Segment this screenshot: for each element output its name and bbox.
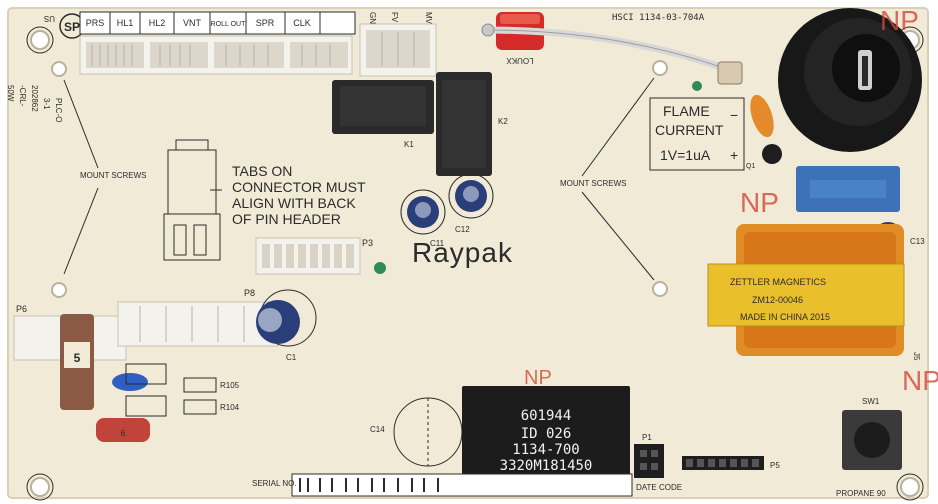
pin-header-p3: P3 (255, 237, 373, 275)
label-roll-out: ROLL OUT (211, 21, 246, 28)
resistors (125, 363, 217, 417)
transformer-line-2: ZM12-00046 (752, 295, 803, 305)
csa-mark-text: SP (64, 20, 80, 34)
connector-diagram (163, 139, 222, 261)
green-led-2 (692, 81, 702, 91)
connector-p1: P1 (634, 433, 664, 478)
small-blue-capacitor (112, 373, 148, 391)
np-marks: NP NP NP NP (524, 5, 938, 396)
relay-k1-label: K1 (404, 140, 414, 149)
label-gnd: GND (368, 12, 377, 30)
board-part-number: HSCI 1134-03-704A (612, 13, 705, 23)
brand-logo: Raypak (412, 237, 513, 268)
side-text-1: -CRL- (18, 85, 27, 107)
chip-line-3: 1134-700 (512, 442, 579, 458)
np-mark-4: NP (524, 367, 552, 389)
label-p5: P5 (770, 461, 780, 470)
gas-valve-connector: GND FV MV (359, 12, 437, 77)
orange-capacitor (750, 94, 774, 138)
flame-sense-wire (481, 23, 743, 85)
chip-line-4: 3320M181450 (500, 458, 593, 474)
label-c12: C12 (455, 225, 470, 234)
label-c13: C13 (910, 237, 925, 246)
date-code-label: DATE CODE (636, 483, 682, 492)
label-j5: J5 (912, 352, 921, 361)
label-hl1: HL1 (117, 18, 134, 28)
side-text-4: 202862 (30, 85, 39, 112)
transformer-line-3: MADE IN CHINA 2015 (740, 312, 830, 322)
connector-p5: P5 (682, 456, 780, 470)
minus-sign: − (730, 107, 738, 123)
chip-line-1: 601944 (521, 408, 572, 424)
label-p6: P6 (16, 304, 27, 314)
propane-label: PROPANE 90 (836, 489, 886, 498)
red-capacitor: 6 (96, 418, 150, 442)
flame-current-box: FLAME CURRENT 1V=1uA − + (649, 97, 745, 171)
label-fv: FV (390, 12, 399, 23)
chip-line-2: ID 026 (521, 426, 572, 442)
label-q1: Q1 (746, 163, 755, 170)
np-mark-1: NP (880, 5, 919, 36)
label-c14: C14 (370, 425, 385, 434)
label-mv: MV (424, 12, 433, 25)
top-connector-strip: PRS HL1 HL2 VNT ROLL OUT SPR CLK (79, 11, 356, 75)
red-capacitor-label: 6 (121, 429, 126, 438)
label-p3: P3 (362, 238, 373, 248)
label-c11: C11 (430, 239, 445, 248)
fuse-holder-p6: 5 P6 (13, 304, 127, 410)
flame-text: FLAME (663, 103, 710, 119)
label-sw1: SW1 (862, 397, 880, 406)
igniter-coil (778, 8, 922, 152)
np-mark-2: NP (740, 187, 779, 218)
capacitor-c1: C1 (256, 289, 317, 362)
mount-screws-right: MOUNT SCREWS (560, 77, 655, 281)
label-p1: P1 (642, 433, 652, 442)
lockout-label: LOUKX (506, 56, 534, 65)
microcontroller-chip: 601944 ID 026 1134-700 3320M181450 (462, 386, 630, 482)
capacitor-c12: C12 (448, 173, 494, 234)
scale-text: 1V=1uA (660, 147, 711, 163)
tabs-note-line-3: ALIGN WITH BACK (232, 195, 356, 211)
current-text: CURRENT (655, 122, 724, 138)
reset-switch-sw1: SW1 (842, 397, 902, 470)
np-mark-3: NP (902, 365, 938, 396)
label-prs: PRS (86, 18, 105, 28)
side-text-3: PLC-O (54, 98, 63, 122)
capacitor-c11: C11 (400, 189, 446, 248)
us-mark-text: US (44, 14, 55, 23)
tabs-note-line-4: OF PIN HEADER (232, 211, 341, 227)
green-led (374, 262, 386, 274)
serial-barcode: SERIAL NO. (252, 473, 633, 497)
tabs-note: TABS ON CONNECTOR MUST ALIGN WITH BACK O… (232, 163, 366, 227)
header-p8: P8 (117, 288, 279, 347)
mount-screws-right-text: MOUNT SCREWS (560, 179, 627, 188)
transistor-q1: Q1 (746, 144, 782, 170)
relay-k2-label: K2 (498, 117, 508, 126)
relay-k2: K2 (436, 72, 508, 176)
tabs-note-line-2: CONNECTOR MUST (232, 179, 366, 195)
label-p8: P8 (244, 288, 255, 298)
label-r105: R105 (220, 381, 240, 390)
fuse-rating: 5 (74, 351, 81, 365)
relay-k1: K1 (332, 80, 434, 149)
label-spr: SPR (256, 18, 275, 28)
label-vnt: VNT (183, 18, 202, 28)
tabs-note-line-1: TABS ON (232, 163, 292, 179)
label-hl2: HL2 (149, 18, 166, 28)
mount-screws-left-text: MOUNT SCREWS (80, 171, 147, 180)
label-c1: C1 (286, 353, 297, 362)
side-text-5: 50W (6, 85, 15, 102)
transformer-line-1: ZETTLER MAGNETICS (730, 277, 826, 287)
pcb-board (8, 8, 928, 498)
side-text-2: 3-1 (42, 98, 51, 110)
mount-screws-left: MOUNT SCREWS (63, 79, 147, 275)
side-markings: -CRL- 3-1 PLC-O 202862 50W (6, 85, 63, 122)
transformer: ZETTLER MAGNETICS ZM12-00046 MADE IN CHI… (707, 224, 905, 356)
film-capacitor (796, 166, 900, 212)
label-r104: R104 (220, 403, 240, 412)
plus-sign: + (730, 147, 738, 163)
label-clk: CLK (293, 18, 311, 28)
serial-label: SERIAL NO. (252, 479, 297, 488)
